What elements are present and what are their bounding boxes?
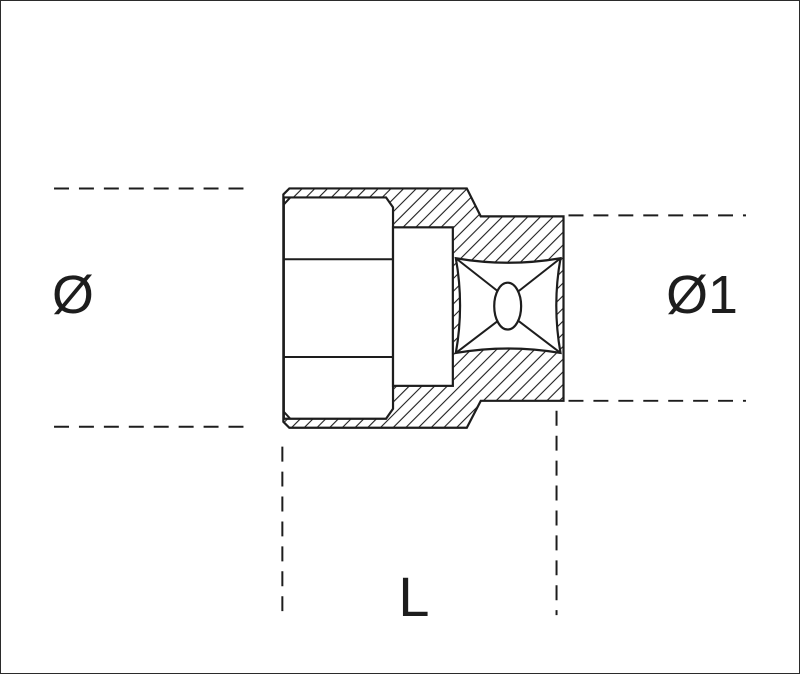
inner-bore	[391, 226, 454, 387]
dimension-labels: Ø Ø1 L	[52, 265, 738, 628]
detent-ball-hole	[493, 281, 523, 331]
square-drive-corner-line-tr	[518, 257, 562, 292]
socket-body	[282, 187, 565, 429]
hex-chamfer-bottom-left	[283, 411, 292, 420]
hex-recess-opening	[282, 196, 395, 420]
label-diameter-right: Ø1	[666, 265, 738, 325]
hex-chamfer-top-left	[283, 196, 292, 206]
square-drive-corner-line-tl	[455, 257, 499, 292]
label-length: L	[398, 565, 429, 628]
label-diameter-left: Ø	[52, 265, 94, 325]
square-drive-corner-line-bl	[455, 320, 499, 354]
square-drive-corner-line-br	[518, 320, 562, 354]
dimension-lines	[54, 187, 746, 616]
